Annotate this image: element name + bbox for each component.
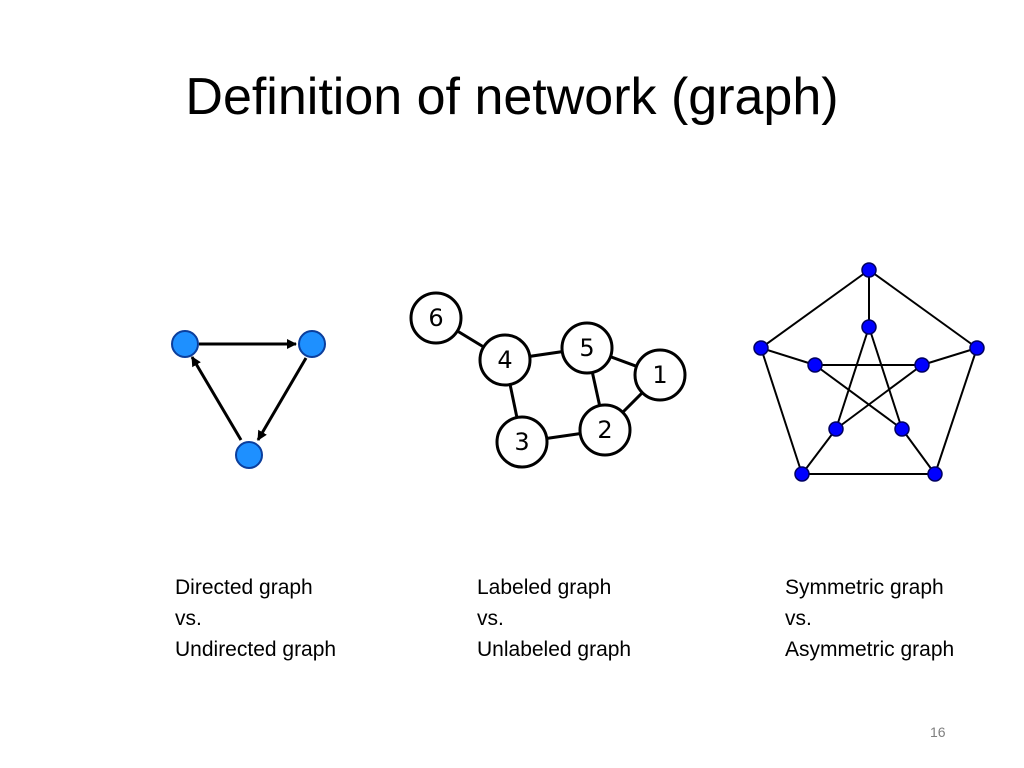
- petersen-node: [753, 340, 769, 356]
- caption-directed: Directed graph vs. Undirected graph: [175, 572, 336, 665]
- caption-labeled-line3: Unlabeled graph: [477, 638, 632, 661]
- labeled-node-2: 2: [578, 403, 632, 457]
- petersen-edge: [814, 364, 903, 430]
- caption-symmetric-line2: vs.: [785, 607, 812, 630]
- petersen-node: [861, 262, 877, 278]
- petersen-node: [807, 357, 823, 373]
- node-label-3: 3: [514, 428, 529, 456]
- petersen-edge: [835, 364, 923, 430]
- labeled-graph: 6 4 5 1 2 3: [409, 291, 687, 469]
- caption-directed-line1: Directed graph: [175, 576, 313, 599]
- petersen-edge: [921, 347, 978, 366]
- caption-symmetric-line3: Asymmetric graph: [785, 638, 955, 661]
- petersen-edge: [801, 428, 837, 475]
- slide-title: Definition of network (graph): [185, 68, 839, 126]
- petersen-edge: [835, 326, 870, 430]
- petersen-edge: [760, 347, 803, 475]
- directed-edge-bottom-left: [190, 356, 243, 441]
- petersen-node: [969, 340, 985, 356]
- labeled-node-1: 1: [633, 348, 687, 402]
- petersen-edge: [868, 269, 978, 349]
- node-label-6: 6: [428, 304, 443, 332]
- labeled-node-5: 5: [560, 321, 614, 375]
- petersen-edge: [901, 428, 936, 475]
- node-label-5: 5: [579, 334, 594, 362]
- petersen-edge: [868, 326, 903, 430]
- labeled-node-4: 4: [478, 333, 532, 387]
- node-label-2: 2: [597, 416, 612, 444]
- caption-labeled: Labeled graph vs. Unlabeled graph: [477, 572, 631, 665]
- labeled-node-3: 3: [495, 415, 549, 469]
- petersen-node: [914, 357, 930, 373]
- directed-node-top-right: [298, 330, 326, 358]
- node-label-4: 4: [497, 346, 512, 374]
- petersen-node: [828, 421, 844, 437]
- petersen-edge: [934, 347, 978, 475]
- directed-node-bottom: [235, 441, 263, 469]
- petersen-node: [794, 466, 810, 482]
- page-number: 16: [930, 724, 946, 740]
- caption-labeled-line1: Labeled graph: [477, 576, 612, 599]
- petersen-node: [861, 319, 877, 335]
- node-label-1: 1: [652, 361, 667, 389]
- caption-symmetric-line1: Symmetric graph: [785, 576, 944, 599]
- petersen-node: [927, 466, 943, 482]
- directed-graph: [171, 330, 326, 469]
- caption-symmetric: Symmetric graph vs. Asymmetric graph: [785, 572, 954, 665]
- petersen-edge: [760, 347, 816, 366]
- labeled-node-6: 6: [409, 291, 463, 345]
- petersen-node: [894, 421, 910, 437]
- caption-directed-line2: vs.: [175, 607, 202, 630]
- directed-node-top-left: [171, 330, 199, 358]
- petersen-edge: [760, 269, 870, 349]
- directed-edge-right-bottom: [256, 357, 308, 441]
- petersen-graph: [753, 262, 985, 482]
- caption-directed-line3: Undirected graph: [175, 638, 337, 661]
- caption-labeled-line2: vs.: [477, 607, 504, 630]
